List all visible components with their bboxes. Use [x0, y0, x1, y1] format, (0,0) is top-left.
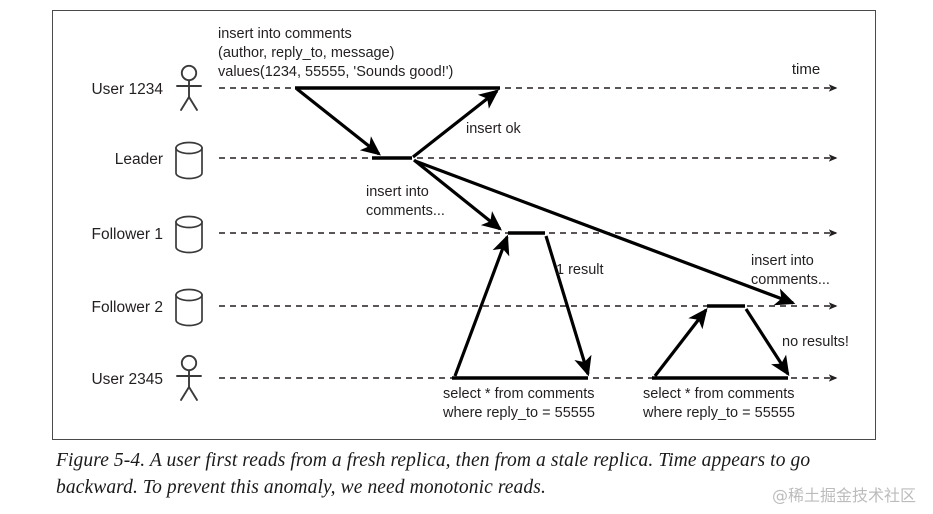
caption-line-2: appears to go backward. To prevent this … [56, 450, 811, 498]
diagram-frame [52, 10, 876, 440]
caption-line-1: Figure 5-4. A user first reads from a fr… [56, 450, 697, 471]
figure-caption: Figure 5-4. A user first reads from a fr… [56, 447, 886, 501]
watermark: @稀土掘金技术社区 [772, 486, 917, 505]
